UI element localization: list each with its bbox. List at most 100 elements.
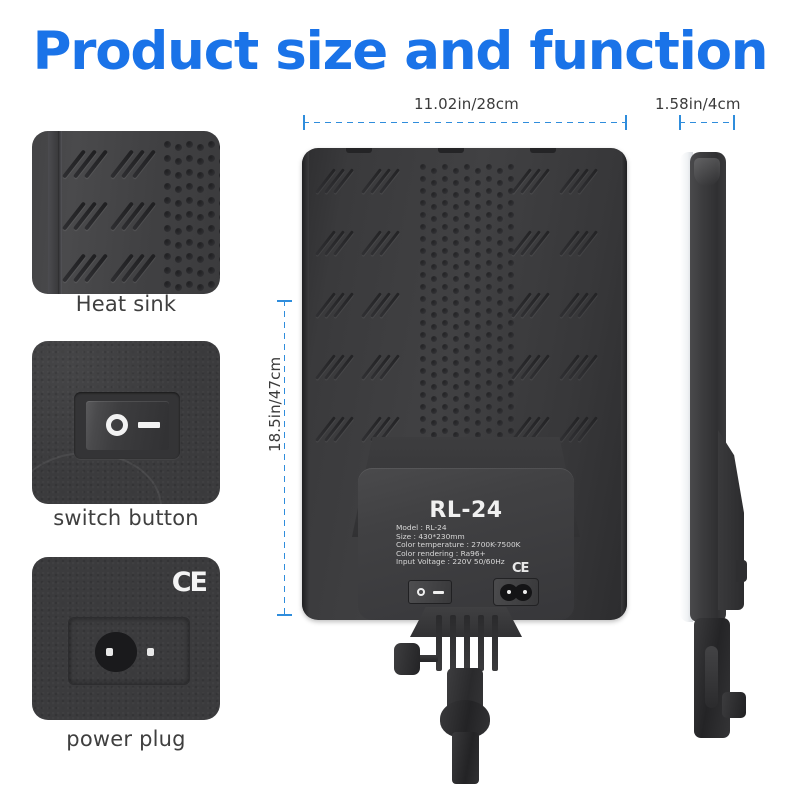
- dimension-cap-depth-right: [733, 115, 735, 130]
- vent-dot: [453, 300, 459, 306]
- vent-dot: [186, 169, 193, 176]
- vent-dot: [164, 211, 171, 218]
- vent-dot: [431, 216, 437, 222]
- vent-dot: [164, 169, 171, 176]
- vent-dot: [420, 416, 426, 422]
- vent-dot: [453, 360, 459, 366]
- panel-top-nub: [438, 148, 464, 153]
- vent-dot: [197, 200, 204, 207]
- vent-dot: [442, 392, 448, 398]
- vent-dot: [464, 296, 470, 302]
- vent-dot: [442, 308, 448, 314]
- vent-dot: [420, 176, 426, 182]
- vent-dot: [442, 380, 448, 386]
- side-stand-slot: [705, 646, 718, 708]
- mount-bracket: [410, 607, 522, 677]
- bracket-fin: [436, 615, 442, 671]
- vent-dot: [486, 200, 492, 206]
- vent-dot: [486, 164, 492, 170]
- vent-dot: [431, 336, 437, 342]
- vent-dot: [442, 176, 448, 182]
- vent-dot: [197, 186, 204, 193]
- vent-dot: [208, 267, 215, 274]
- vent-dot: [164, 183, 171, 190]
- vent-dot: [453, 396, 459, 402]
- vent-dot: [497, 384, 503, 390]
- vent-dot: [486, 296, 492, 302]
- vent-dot: [486, 320, 492, 326]
- vent-dot: [442, 344, 448, 350]
- vent-dot: [508, 380, 514, 386]
- socket-bezel: [68, 617, 190, 685]
- dimension-line-depth: [679, 122, 734, 123]
- vent-slash-group: [109, 199, 162, 233]
- vent-dot: [475, 348, 481, 354]
- vent-dot: [175, 256, 182, 263]
- vent-dot: [508, 416, 514, 422]
- vent-dot: [497, 360, 503, 366]
- vent-dot: [497, 228, 503, 234]
- vent-dot: [442, 404, 448, 410]
- vent-dot: [508, 224, 514, 230]
- vent-dot: [486, 428, 492, 434]
- vent-dot: [497, 300, 503, 306]
- vent-dot: [420, 320, 426, 326]
- thumbscrew-knob[interactable]: [394, 643, 420, 675]
- vent-dot: [197, 270, 204, 277]
- vent-dot: [175, 270, 182, 277]
- socket-pin-left: [106, 648, 113, 656]
- vent-dot: [497, 372, 503, 378]
- vent-dot: [164, 281, 171, 288]
- vent-dot: [497, 216, 503, 222]
- vent-dot: [442, 416, 448, 422]
- vent-dot: [464, 212, 470, 218]
- vent-slash-group: [559, 352, 602, 382]
- vent-dot: [197, 144, 204, 151]
- detail-card-switch-button: [32, 341, 220, 504]
- vent-dot: [219, 228, 220, 235]
- vent-dot: [508, 176, 514, 182]
- vent-dot: [420, 428, 426, 434]
- vent-slash: [83, 149, 109, 179]
- vent-dot: [197, 284, 204, 291]
- vent-dot: [175, 158, 182, 165]
- vent-dot: [420, 260, 426, 266]
- vent-slash-group: [315, 228, 358, 258]
- side-thumbscrew-knob[interactable]: [722, 692, 746, 718]
- vent-dot: [442, 368, 448, 374]
- rocker-switch-icon[interactable]: [86, 401, 169, 450]
- vent-dot: [431, 240, 437, 246]
- vent-dot: [486, 344, 492, 350]
- vent-dot: [486, 248, 492, 254]
- vent-dot: [431, 264, 437, 270]
- vent-slash-group: [511, 352, 554, 382]
- vent-dot: [464, 380, 470, 386]
- heat-sink-edge-inner: [48, 131, 58, 294]
- vent-dot: [464, 164, 470, 170]
- vent-dot: [508, 428, 514, 434]
- vent-dot: [497, 264, 503, 270]
- vent-dot: [475, 276, 481, 282]
- switch-off-symbol-icon: [106, 414, 128, 436]
- vent-dot: [431, 348, 437, 354]
- rocker-switch-icon[interactable]: [408, 580, 452, 604]
- vent-dot: [431, 252, 437, 258]
- vent-dot: [164, 225, 171, 232]
- vent-dot: [420, 272, 426, 278]
- vent-dot: [475, 324, 481, 330]
- vent-slash-group: [315, 166, 358, 196]
- vent-dot: [219, 256, 220, 263]
- vent-dot: [497, 348, 503, 354]
- ce-mark-icon: CE: [171, 567, 208, 598]
- vent-dot: [486, 404, 492, 410]
- vent-dot: [453, 180, 459, 186]
- vent-dot: [453, 216, 459, 222]
- vent-dot: [442, 356, 448, 362]
- vent-dot: [475, 384, 481, 390]
- vent-dot: [464, 188, 470, 194]
- page-title: Product size and function: [32, 21, 769, 82]
- vent-dot: [175, 200, 182, 207]
- vent-dot: [420, 392, 426, 398]
- vent-dot: [208, 239, 215, 246]
